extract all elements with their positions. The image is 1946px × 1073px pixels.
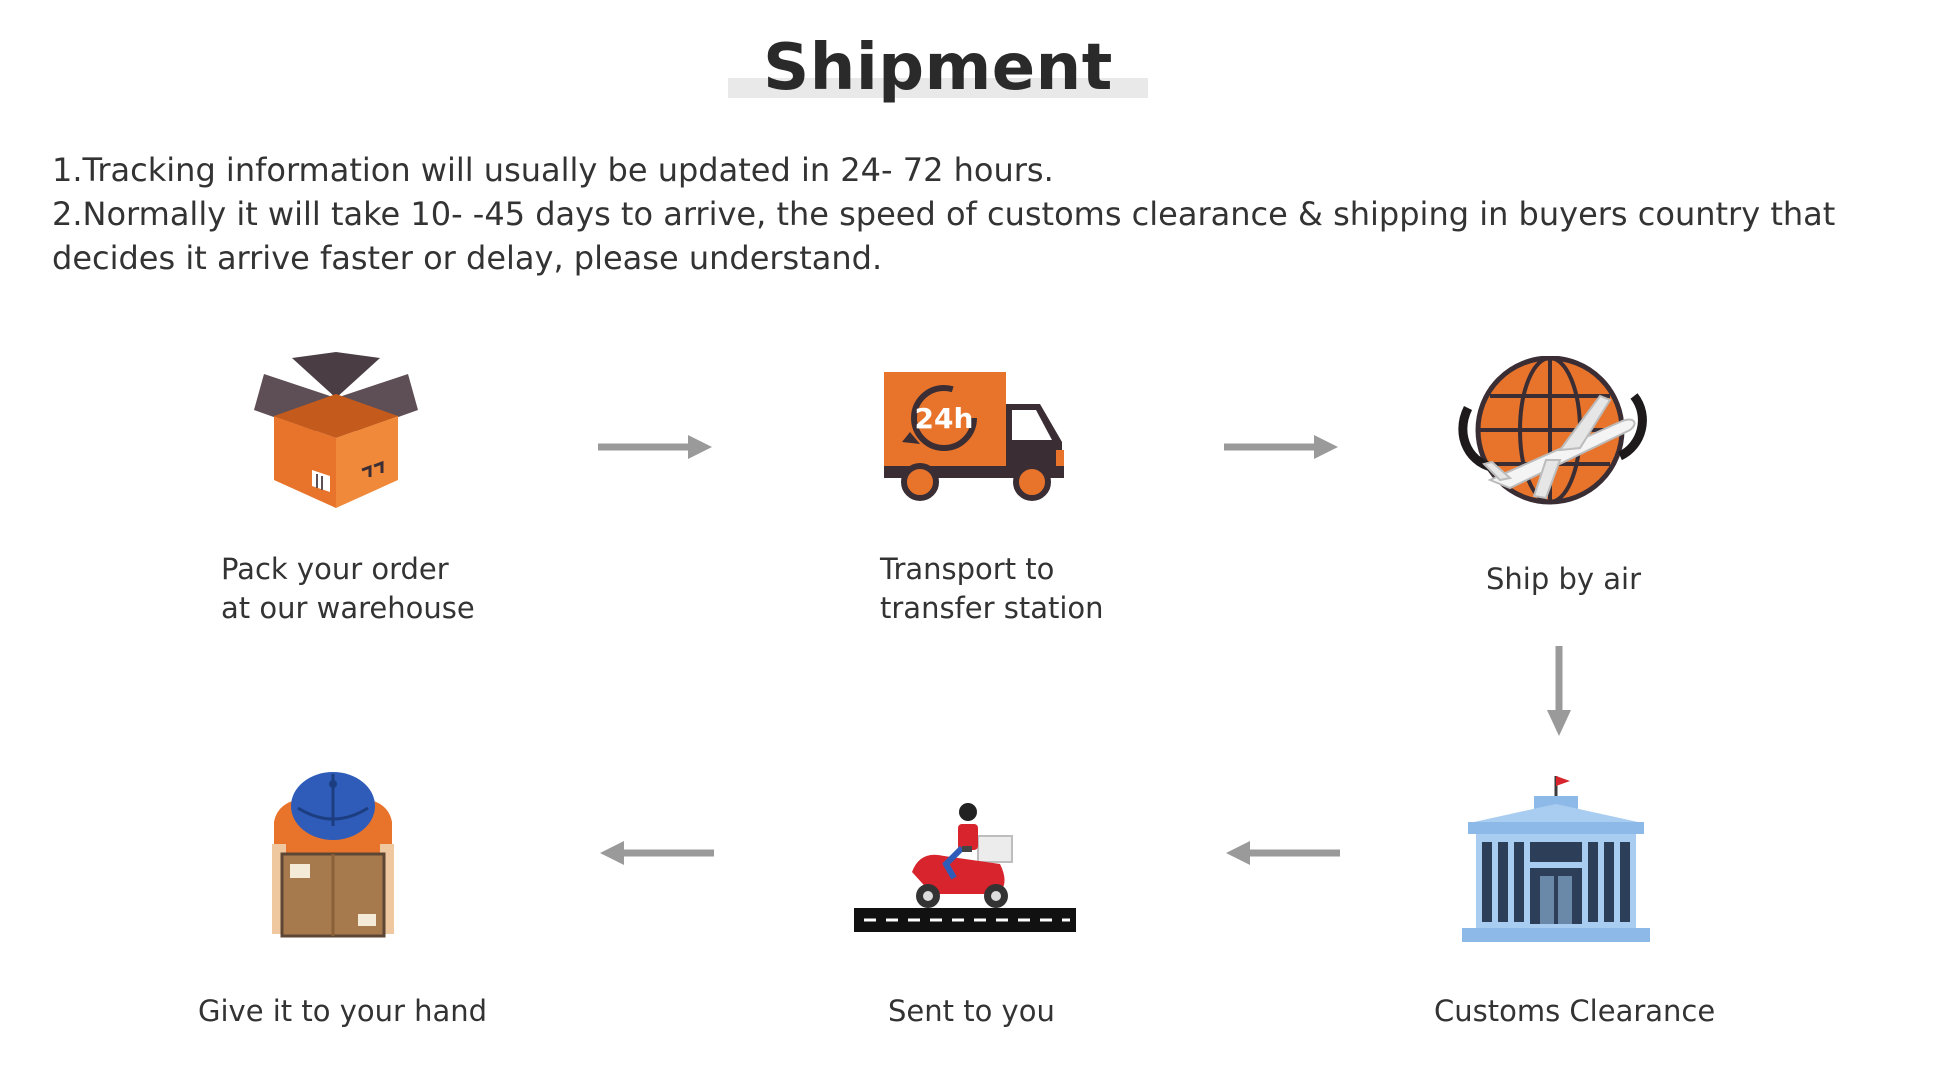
step-label: Customs Clearance [1434,992,1715,1031]
arrow-right-icon [598,435,712,459]
note-line-2: 2.Normally it will take 10- -45 days to … [52,195,1836,277]
arrow-left-icon [600,841,714,865]
step-label-line-1: Sent to you [888,994,1055,1028]
step-label: Ship by air [1486,560,1641,599]
shipping-notes: 1.Tracking information will usually be u… [52,148,1892,280]
step-label-line-1: Customs Clearance [1434,994,1716,1028]
step-label-line-1: Transport to [880,552,1055,586]
page-title-block: Shipment [728,30,1148,110]
truck-24h-badge: 24h [915,402,974,435]
package-box-icon [254,352,418,508]
step-label: Transport to transfer station [880,550,1104,628]
step-label-line-2: at our warehouse [221,591,475,625]
step-label-line-1: Ship by air [1486,562,1642,596]
step-label: Give it to your hand [198,992,487,1031]
note-line-1: 1.Tracking information will usually be u… [52,151,1054,189]
step-label: Pack your order at our warehouse [221,550,475,628]
step-label-line-2: transfer station [880,591,1104,625]
delivery-truck-icon: 24h [884,372,1064,501]
arrow-down-icon [1547,646,1571,736]
arrow-right-icon [1224,435,1338,459]
globe-airplane-icon [1458,356,1647,505]
scooter-courier-icon [854,803,1076,932]
step-label-line-1: Give it to your hand [198,994,488,1028]
arrow-left-icon [1226,841,1340,865]
courier-holding-box-icon [272,772,394,938]
customs-building-icon [1462,776,1650,942]
step-label-line-1: Pack your order [221,552,449,586]
page-title: Shipment [763,31,1113,105]
step-label: Sent to you [888,992,1055,1031]
title-underline-bar [728,78,1148,98]
